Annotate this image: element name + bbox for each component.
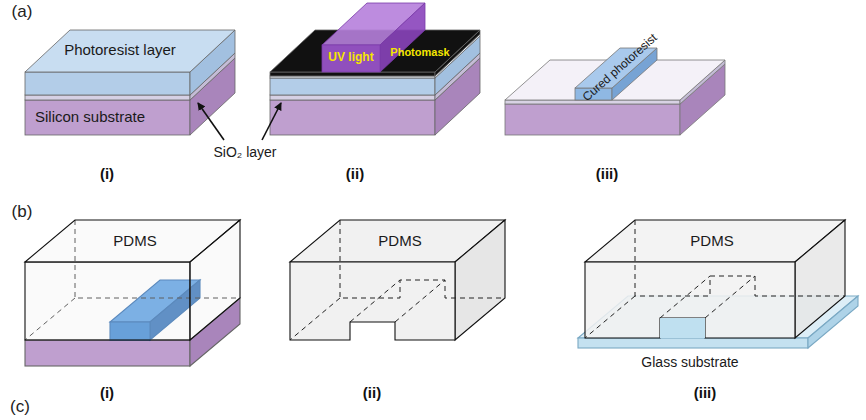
mask-label: Photomask	[390, 46, 449, 59]
light-label: UV light	[328, 51, 373, 65]
material-label: Glass substrate	[641, 354, 738, 370]
developed-wafer	[505, 48, 725, 135]
step-number: (ii)	[363, 384, 381, 401]
material-label: PDMS	[378, 232, 421, 249]
exposure-stack	[270, 30, 480, 135]
panel-letter: (b)	[12, 202, 33, 222]
layer-label: Silicon substrate	[35, 108, 145, 125]
panel-letter: (c)	[10, 397, 30, 417]
layer-label: Photoresist layer	[64, 41, 176, 58]
wafer-with-photoresist	[25, 30, 235, 135]
bonded-chip	[578, 220, 858, 348]
step-number: (ii)	[346, 165, 364, 182]
pdms-casting	[25, 220, 240, 366]
leader-arrows	[198, 103, 281, 140]
peeled-pdms	[290, 220, 505, 340]
material-label: PDMS	[113, 232, 156, 249]
step-number: (i)	[100, 384, 114, 401]
step-number: (i)	[100, 165, 114, 182]
material-label: PDMS	[690, 232, 733, 249]
step-number: (iii)	[596, 165, 619, 182]
panel-letter: (a)	[12, 2, 33, 22]
step-number: (iii)	[694, 384, 717, 401]
uv-light-beam	[322, 3, 425, 72]
layer-label: SiO₂ layer	[213, 144, 276, 160]
